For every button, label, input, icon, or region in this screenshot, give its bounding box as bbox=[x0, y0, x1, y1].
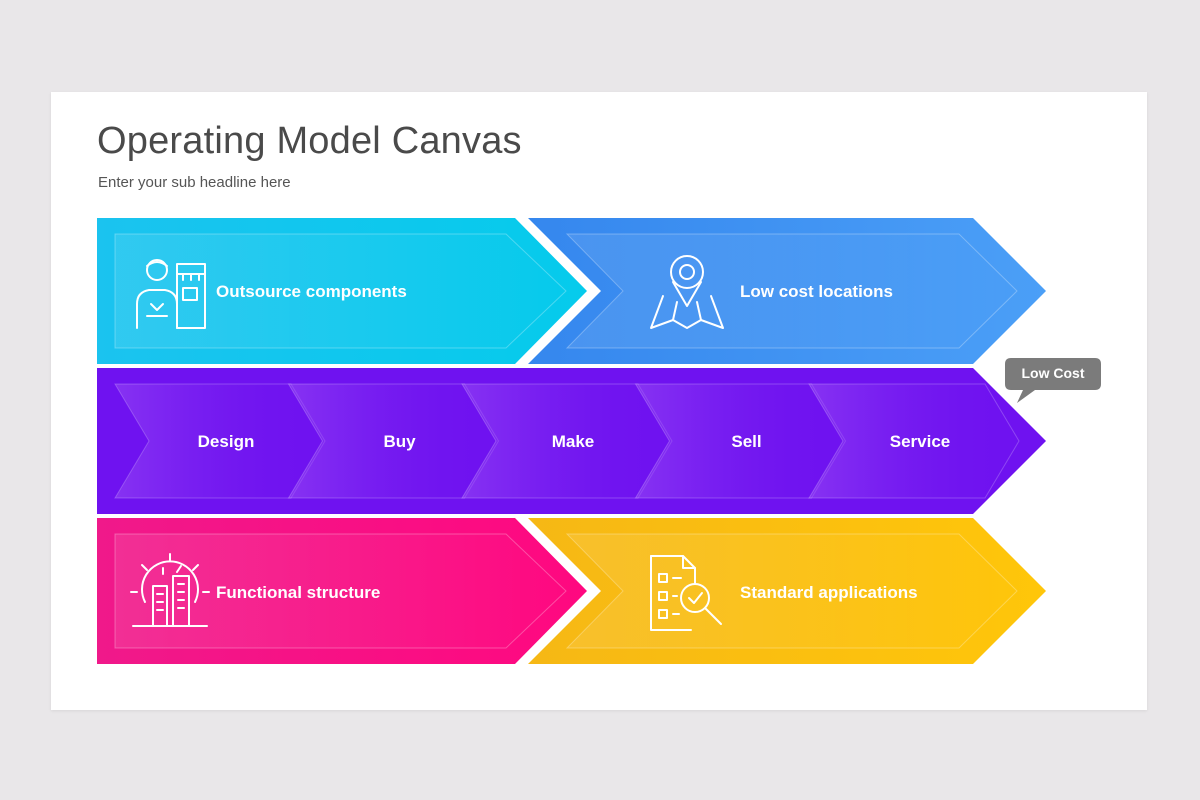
top-right-label: Low cost locations bbox=[740, 282, 893, 301]
page-title: Operating Model Canvas bbox=[97, 120, 522, 162]
bottom-left-label: Functional structure bbox=[216, 583, 380, 602]
seller-store-icon bbox=[136, 259, 206, 329]
building-gear-icon bbox=[130, 553, 210, 627]
slide: Operating Model Canvas Enter your sub he… bbox=[51, 92, 1147, 710]
bottom-right-block bbox=[528, 518, 1046, 664]
checklist-search-icon bbox=[650, 555, 722, 631]
location-map-icon bbox=[650, 255, 724, 329]
bottom-right-label: Standard applications bbox=[740, 583, 918, 602]
operating-model-diagram: Outsource components Low cost locations … bbox=[97, 218, 1101, 664]
stage-label-design: Design bbox=[198, 432, 255, 451]
top-left-block bbox=[97, 218, 587, 364]
stage-label-service: Service bbox=[890, 432, 951, 451]
page-subtitle: Enter your sub headline here bbox=[98, 174, 291, 191]
value-chain-stages: Design Buy Make Sell Service bbox=[114, 383, 1020, 499]
tooltip-label: Low Cost bbox=[1022, 365, 1085, 381]
stage-label-buy: Buy bbox=[383, 432, 416, 451]
bottom-left-block bbox=[97, 518, 587, 664]
low-cost-tooltip: Low Cost bbox=[1005, 358, 1101, 403]
top-right-block bbox=[528, 218, 1046, 364]
stage-chevron-service bbox=[808, 383, 1020, 499]
top-left-label: Outsource components bbox=[216, 282, 407, 301]
stage-label-sell: Sell bbox=[731, 432, 761, 451]
stage-label-make: Make bbox=[552, 432, 595, 451]
